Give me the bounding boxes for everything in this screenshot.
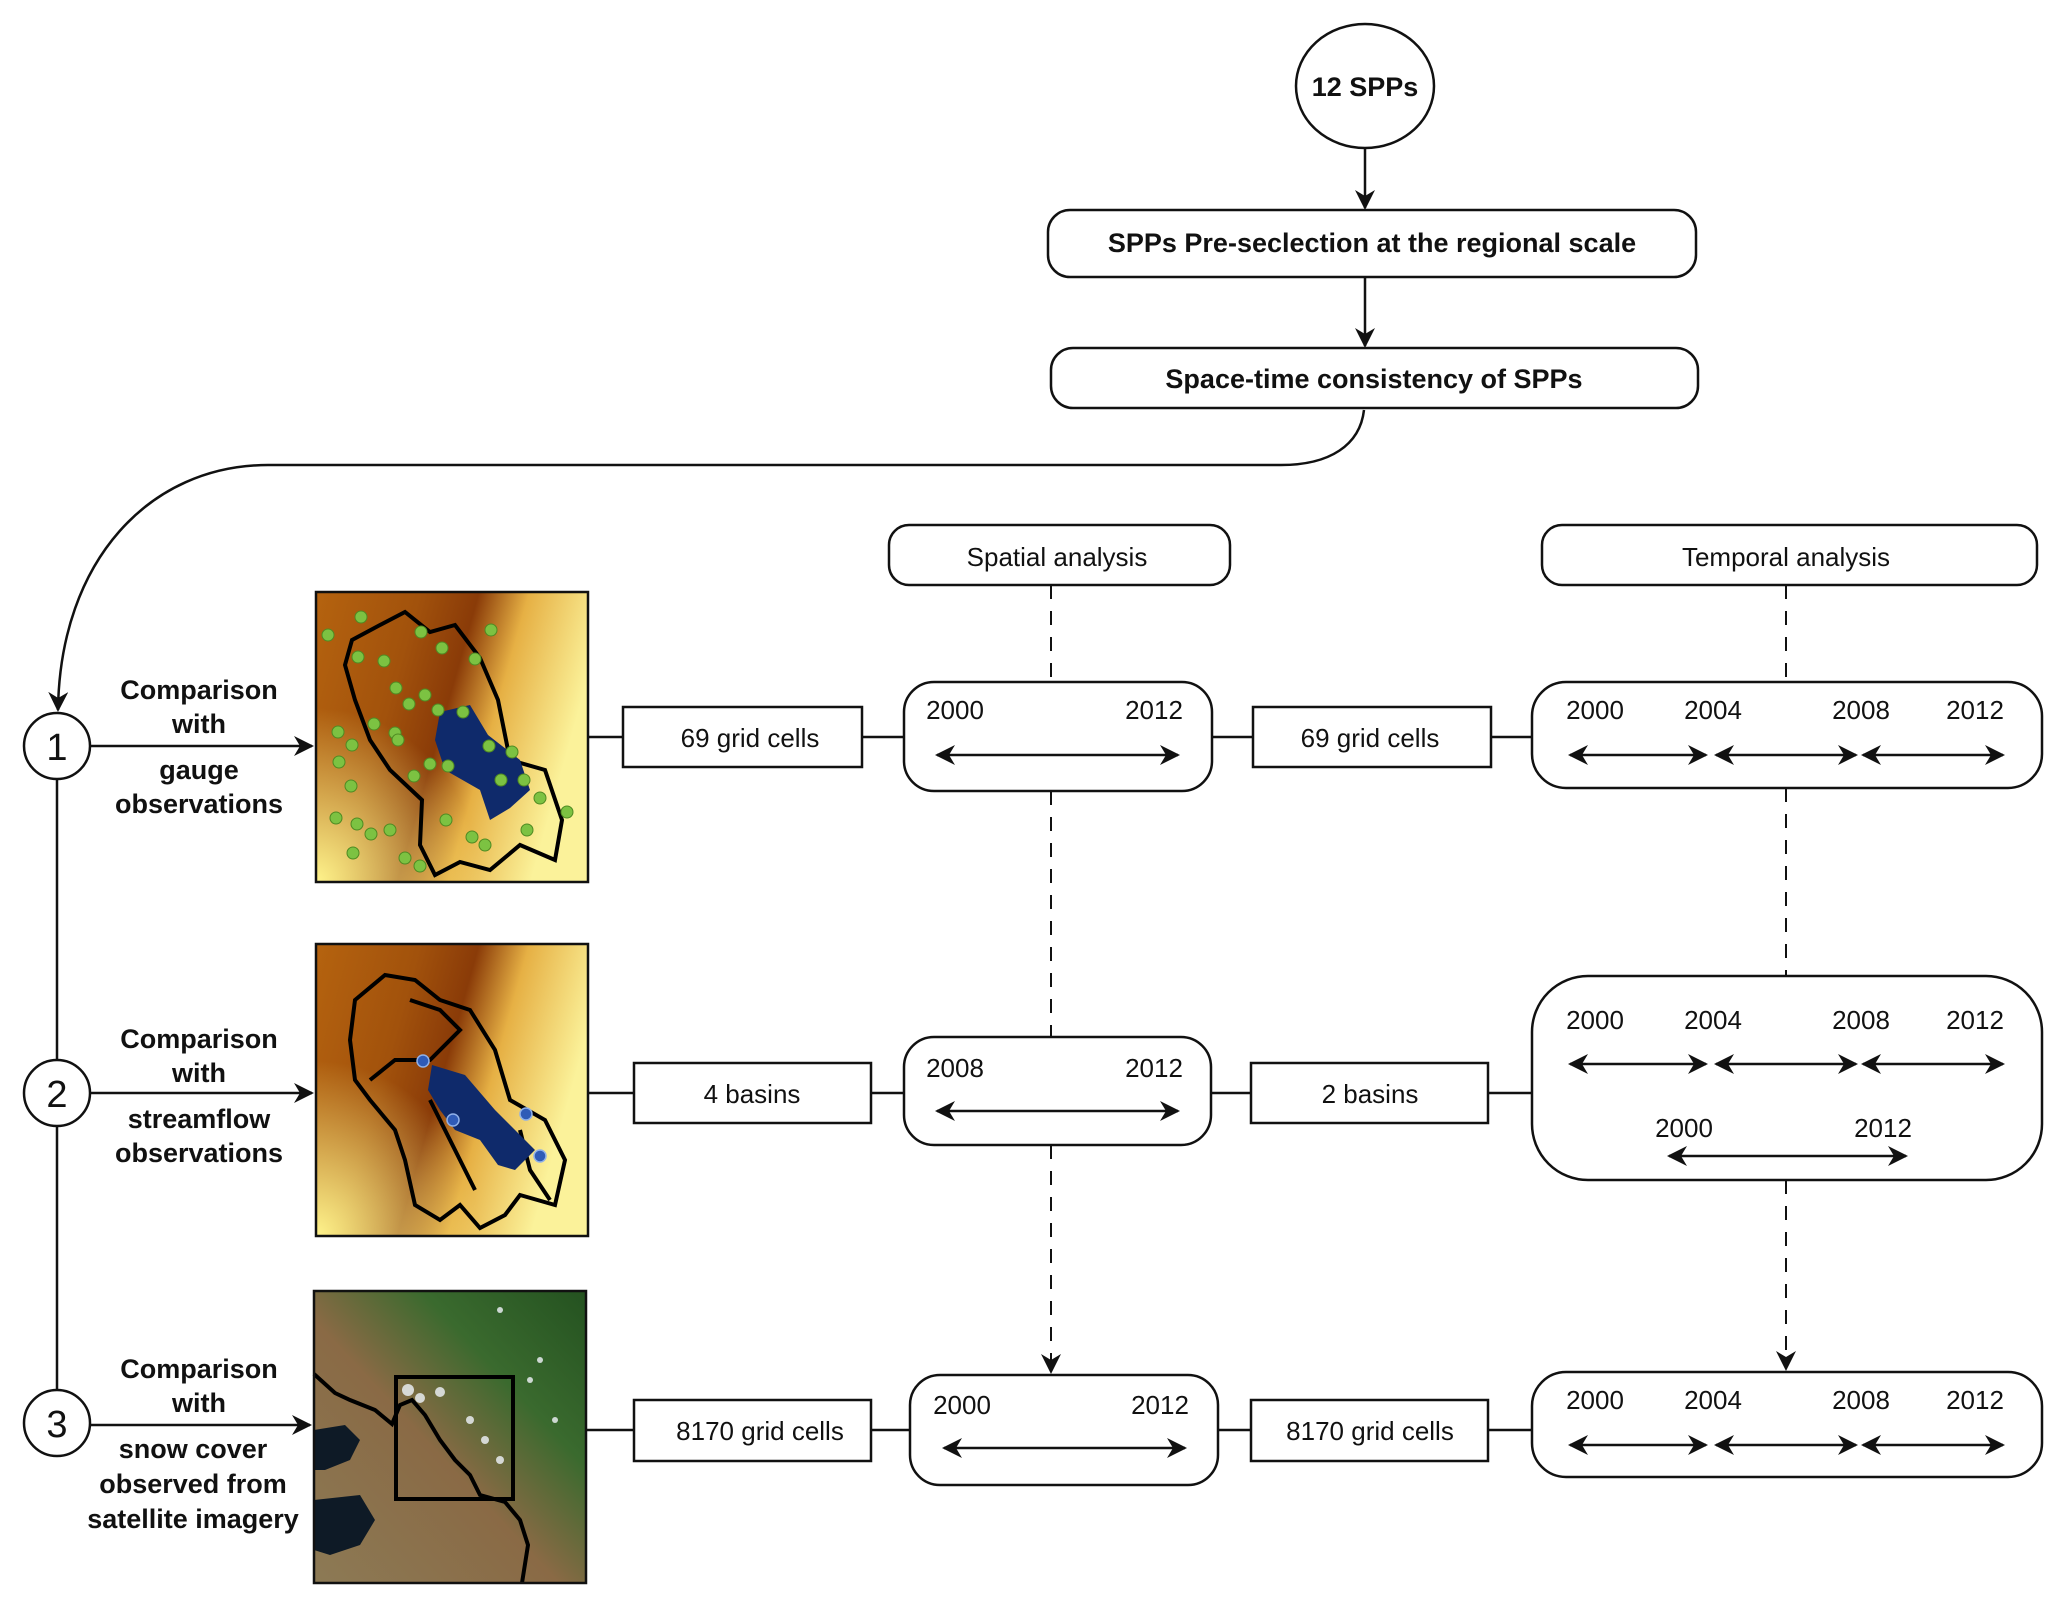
lake xyxy=(314,1425,360,1470)
row-label-line: satellite imagery xyxy=(87,1504,299,1534)
start-node: 12 SPPs xyxy=(1294,22,1436,150)
row-label-line: snow cover xyxy=(119,1434,268,1464)
outlet-points xyxy=(416,1054,547,1163)
basin-outline xyxy=(342,609,565,878)
year-label: 2000 xyxy=(1566,695,1624,725)
temporal-analysis-label: Temporal analysis xyxy=(1682,542,1890,572)
lake xyxy=(314,1495,375,1555)
row-label-line: streamflow xyxy=(128,1104,272,1134)
row-3: 3 Comparison with snow cover observed fr… xyxy=(22,1289,2044,1585)
year-label: 2004 xyxy=(1684,695,1742,725)
year-label: 2008 xyxy=(1832,1005,1890,1035)
preselection-step: SPPs Pre-seclection at the regional scal… xyxy=(1046,208,1698,279)
temporal-unit-label: 2 basins xyxy=(1322,1079,1419,1109)
basin-outline xyxy=(347,972,568,1231)
row-label-line: Comparison xyxy=(120,1354,278,1384)
preselection-label: SPPs Pre-seclection at the regional scal… xyxy=(1108,228,1636,258)
step-number: 2 xyxy=(46,1074,67,1116)
spatial-unit-box xyxy=(621,705,864,769)
year-label: 2004 xyxy=(1684,1005,1742,1035)
year-label: 2000 xyxy=(1655,1113,1713,1143)
temporal-unit-box xyxy=(1251,705,1493,769)
year-label: 2004 xyxy=(1684,1385,1742,1415)
year-label: 2012 xyxy=(1946,695,2004,725)
year-label: 2008 xyxy=(1832,695,1890,725)
year-label: 2012 xyxy=(1946,1005,2004,1035)
temporal-unit-label: 8170 grid cells xyxy=(1286,1416,1454,1446)
year-label: 2012 xyxy=(1854,1113,1912,1143)
gauge-points xyxy=(321,610,574,873)
arrow-consistency-to-row1 xyxy=(48,409,1366,712)
snow-patches xyxy=(402,1307,558,1464)
row-1: 1 Comparison with gauge observations xyxy=(22,590,2044,884)
row-label-line: with xyxy=(171,709,226,739)
year-label: 2008 xyxy=(1832,1385,1890,1415)
row-label-line: observed from xyxy=(99,1469,287,1499)
row-2: 2 Comparison with streamflow observation… xyxy=(22,942,2044,1238)
start-node-label: 12 SPPs xyxy=(1312,72,1419,102)
row-label-line: with xyxy=(171,1388,226,1418)
streamflow-map-image xyxy=(314,942,590,1238)
year-label: 2000 xyxy=(1566,1005,1624,1035)
lake xyxy=(435,705,530,820)
temporal-period-box xyxy=(1530,974,2044,1182)
satellite-map-image xyxy=(312,1289,588,1585)
spatial-unit-label: 8170 grid cells xyxy=(676,1416,844,1446)
spatial-analysis-label: Spatial analysis xyxy=(967,542,1148,572)
study-area-box xyxy=(394,1375,515,1501)
spatial-analysis-header: Spatial analysis xyxy=(887,523,1232,587)
year-label: 2012 xyxy=(1131,1390,1189,1420)
step-number: 1 xyxy=(46,727,67,769)
year-label: 2012 xyxy=(1946,1385,2004,1415)
year-label: 2012 xyxy=(1125,695,1183,725)
gauge-map-image xyxy=(314,590,590,884)
temporal-unit-label: 69 grid cells xyxy=(1301,723,1440,753)
row-label-line: gauge xyxy=(159,755,239,785)
consistency-label: Space-time consistency of SPPs xyxy=(1165,364,1582,394)
year-label: 2000 xyxy=(926,695,984,725)
year-label: 2000 xyxy=(1566,1385,1624,1415)
border-line xyxy=(312,1372,531,1584)
temporal-analysis-header: Temporal analysis xyxy=(1540,523,2039,587)
row-label-line: Comparison xyxy=(120,675,278,705)
year-label: 2000 xyxy=(933,1390,991,1420)
spatial-unit-box xyxy=(632,1061,873,1125)
year-label: 2012 xyxy=(1125,1053,1183,1083)
spatial-unit-label: 69 grid cells xyxy=(681,723,820,753)
temporal-unit-box xyxy=(1249,1061,1490,1125)
step-number: 3 xyxy=(46,1404,67,1446)
row-label-line: with xyxy=(171,1058,226,1088)
consistency-step: Space-time consistency of SPPs xyxy=(1049,346,1700,410)
row-label-line: Comparison xyxy=(120,1024,278,1054)
lake xyxy=(428,1065,535,1170)
spatial-unit-label: 4 basins xyxy=(704,1079,801,1109)
row-label-line: observations xyxy=(115,789,283,819)
row-label-line: observations xyxy=(115,1138,283,1168)
step-number-circle xyxy=(22,1388,92,1458)
year-label: 2008 xyxy=(926,1053,984,1083)
spatial-unit-box xyxy=(632,1398,873,1463)
